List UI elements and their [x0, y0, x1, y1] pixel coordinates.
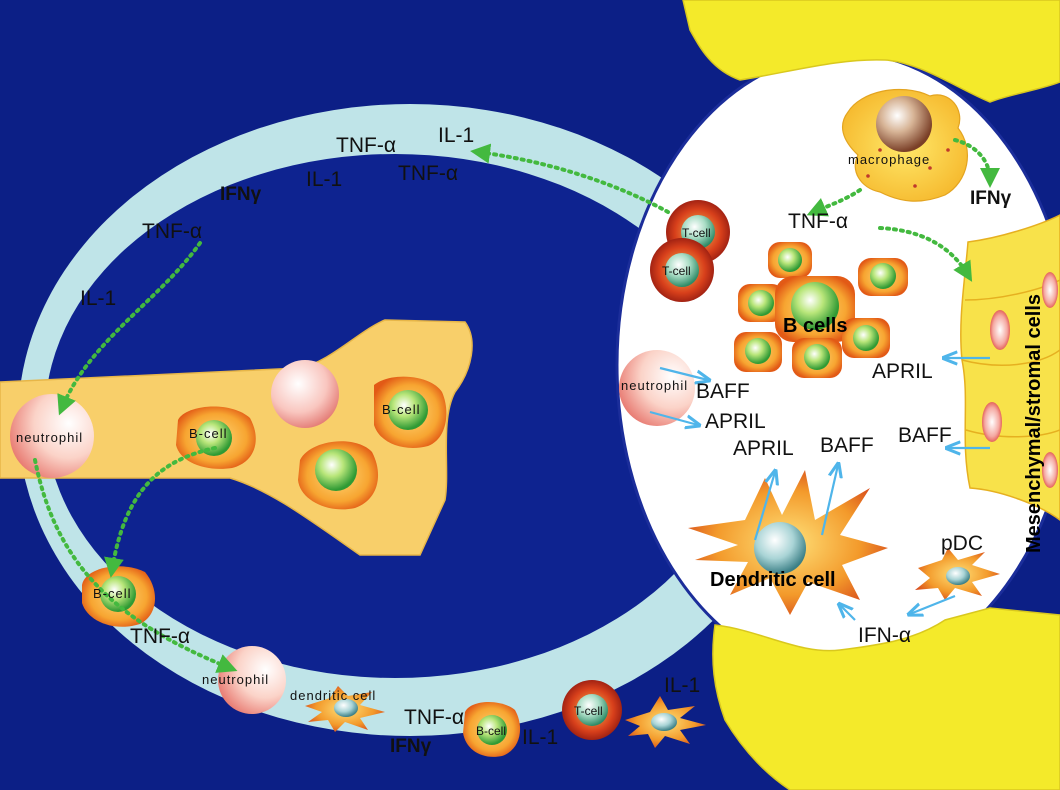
cytokine-tnf-alpha: TNF-α	[404, 706, 464, 729]
cytokine-april: APRIL	[733, 437, 794, 460]
b-cell-bone-2	[374, 376, 447, 448]
cytokine-tnf-alpha: TNF-α	[336, 134, 396, 157]
cytokine-ifn-alpha: IFN-α	[858, 624, 911, 647]
cytokine-il1: IL-1	[80, 287, 116, 310]
cytokine-baff: BAFF	[898, 424, 952, 447]
dendritic-cell-ring	[625, 696, 706, 748]
label-dendritic-cell-big: Dendritic cell	[710, 569, 836, 591]
label-dendritic-cell: dendritic cell	[290, 688, 376, 703]
label-mesenchymal-stromal-cells: Mesenchymal/stromal cells	[1023, 294, 1045, 553]
b-cell-bottom	[463, 701, 521, 757]
b-cells-cluster	[734, 242, 908, 378]
macrophage	[841, 88, 968, 202]
label-macrophage: macrophage	[848, 152, 930, 167]
green-signal-arrows	[33, 138, 1000, 673]
label-neutrophil: neutrophil	[621, 378, 688, 393]
label-t-cell: T-cell	[662, 264, 691, 278]
label-b-cell: B-cell	[476, 724, 506, 738]
neutrophil-marrow	[619, 350, 695, 426]
cytokine-ifn-gamma-marrow: IFNγ	[970, 188, 1012, 209]
b-cell-ring-left	[82, 566, 156, 627]
cytokine-tnf-alpha: TNF-α	[142, 220, 202, 243]
cytokine-ifn-gamma: IFNγ	[220, 184, 262, 205]
cytokine-tnf-alpha: TNF-α	[398, 162, 458, 185]
label-b-cell: B-cell	[93, 586, 132, 601]
blue-binding-arrows	[649, 358, 990, 621]
label-neutrophil: neutrophil	[202, 672, 269, 687]
cytokine-baff: BAFF	[696, 380, 750, 403]
cytokine-il1: IL-1	[664, 674, 700, 697]
stromal-cells	[960, 214, 1060, 521]
cytokine-ifn-gamma: IFNγ	[390, 736, 432, 757]
dendritic-cell-big	[688, 470, 888, 615]
dendritic-cell-small	[305, 686, 385, 732]
label-b-cell: B-cell	[189, 426, 228, 441]
label-pdc: pDC	[941, 532, 983, 555]
cytokine-il1: IL-1	[306, 168, 342, 191]
cytokine-il1: IL-1	[438, 124, 474, 147]
bone-end-bottom	[712, 607, 1060, 790]
cytokine-il1: IL-1	[522, 726, 558, 749]
cytokine-april: APRIL	[705, 410, 766, 433]
cytokine-tnf-alpha-marrow: TNF-α	[788, 210, 848, 233]
t-cell-2	[650, 238, 714, 302]
cytokine-baff: BAFF	[820, 434, 874, 457]
label-t-cell: T-cell	[574, 704, 603, 718]
cytokine-april: APRIL	[872, 360, 933, 383]
label-b-cells: B cells	[783, 315, 847, 337]
label-t-cell: T-cell	[682, 226, 711, 240]
t-cell-bottom	[562, 680, 622, 740]
bone-end-top	[682, 0, 1060, 103]
cytokine-tnf-alpha: TNF-α	[130, 625, 190, 648]
label-neutrophil: neutrophil	[16, 430, 83, 445]
b-cell-bone-3	[298, 441, 379, 510]
label-b-cell: B-cell	[382, 402, 421, 417]
pdc-cell	[915, 548, 1000, 600]
bone-cell-pink	[271, 360, 339, 428]
